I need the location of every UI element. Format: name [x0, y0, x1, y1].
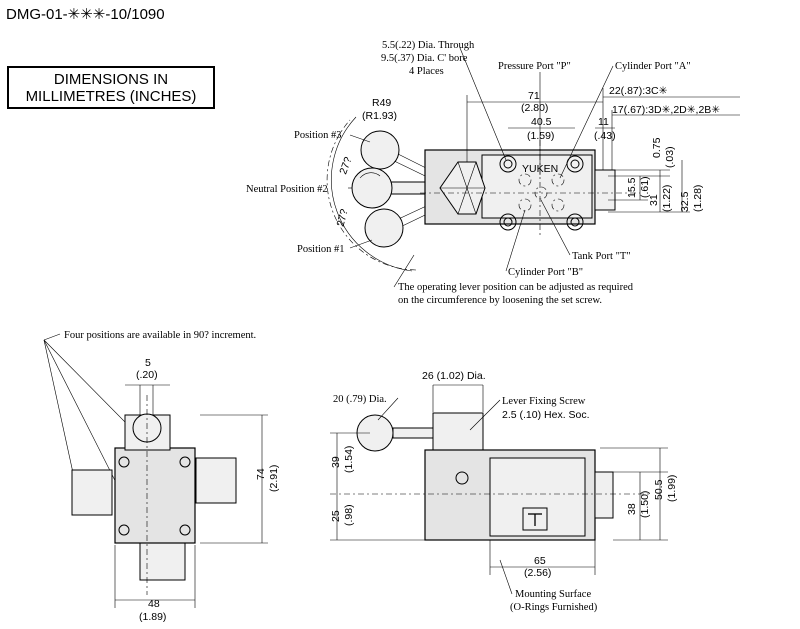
bolt-hole-label-2: 9.5(.37) Dia. C' bore: [381, 53, 468, 64]
bolt-hole-label-1: 5.5(.22) Dia. Through: [382, 40, 475, 51]
lever-hub-front: [432, 412, 484, 452]
front-side-plug: [594, 471, 614, 519]
dim-50-5-inch: (1.99): [666, 475, 678, 502]
dim-38-inch: (1.50): [639, 491, 651, 518]
units-line-2: MILLIMETRES (INCHES): [25, 88, 197, 105]
dim-11: 11: [598, 116, 609, 128]
handle-right: [195, 457, 237, 504]
dim-15-5: 15.5: [626, 177, 638, 198]
mounting-surface-label-1: Mounting Surface: [515, 589, 591, 600]
lever-screw-label-2: 2.5 (.10) Hex. Soc.: [502, 409, 590, 421]
dim-48-inch: (1.89): [139, 611, 166, 623]
pressure-port-label: Pressure Port "P": [498, 61, 571, 72]
dim-39-inch: (1.54): [343, 446, 355, 473]
dim-71: 71: [528, 90, 540, 102]
valve-body-left: [114, 447, 196, 544]
angle-bottom-label: 27?: [335, 208, 351, 228]
top-view: YUKEN 5.5(.22) Dia. Through 9.5(.37) Dia…: [246, 40, 740, 306]
model-dim-b: 17(.67):3D✳,2D✳,2B✳: [612, 104, 720, 116]
lever-arm: [392, 427, 439, 439]
left-view: Four positions are available in 90? incr…: [43, 330, 280, 623]
dim-15-5-inch: (.61): [639, 176, 651, 198]
model-dim-a: 22(.87):3C✳: [609, 85, 668, 97]
dim-31: 31: [648, 194, 660, 206]
front-view: 20 (.79) Dia. 26 (1.02) Dia. Lever Fixin…: [330, 370, 678, 613]
lever-position-2: [351, 167, 438, 209]
lever-sweep-arc: [326, 119, 417, 271]
dim-48: 48: [148, 598, 160, 610]
dim-31-inch: (1.22): [661, 185, 673, 212]
bolt-holes: [499, 155, 584, 231]
dim-0-75: 0.75: [651, 137, 663, 158]
lever-position-3: [360, 130, 451, 189]
position-1-label: Position #1: [297, 244, 345, 255]
dim-74-inch: (2.91): [268, 465, 280, 492]
dim-71-inch: (2.80): [521, 102, 548, 114]
dim-50-5: 50.5: [653, 479, 665, 500]
r49-label: R49: [372, 97, 391, 109]
position-3-label: Position #3: [294, 130, 342, 141]
cylinder-b-label: Cylinder Port "B": [508, 267, 583, 278]
dim-40-5: 40.5: [531, 116, 552, 128]
dim-40-5-inch: (1.59): [527, 130, 554, 142]
dim-39: 39: [330, 456, 342, 468]
lever-screw-label-1: Lever Fixing Screw: [502, 396, 586, 407]
neutral-position-label: Neutral Position #2: [246, 184, 328, 195]
units-box: DIMENSIONS IN MILLIMETRES (INCHES): [7, 66, 215, 109]
four-positions-note: Four positions are available in 90? incr…: [64, 330, 256, 341]
dim-32-5-inch: (1.28): [692, 185, 704, 212]
model-title: DMG-01-✳✳✳-10/1090: [6, 6, 165, 23]
r49-inch-label: (R1.93): [362, 110, 397, 122]
dim-38: 38: [626, 503, 638, 515]
lever-note-line-2: on the circumference by loosening the se…: [398, 295, 602, 306]
lever-note-line-1: The operating lever position can be adju…: [398, 282, 634, 293]
tank-port-label: Tank Port "T": [572, 251, 631, 262]
dim-65: 65: [534, 555, 546, 567]
bolt-hole-label-3: 4 Places: [409, 66, 444, 77]
units-line-1: DIMENSIONS IN: [53, 71, 169, 88]
dim-25-inch: (.98): [343, 504, 355, 526]
dim-0-75-inch: (.03): [664, 146, 676, 168]
dim-32-5: 32.5: [679, 191, 691, 212]
dim-20-dia: 20 (.79) Dia.: [333, 394, 387, 405]
dim-26-dia: 26 (1.02) Dia.: [422, 370, 486, 382]
handle-left: [71, 469, 113, 516]
dim-74: 74: [255, 468, 267, 480]
cylinder-a-label: Cylinder Port "A": [615, 61, 691, 72]
dim-25: 25: [330, 510, 342, 522]
dim-5: 5: [145, 357, 151, 369]
mounting-surface-label-2: (O-Rings Furnished): [510, 602, 598, 613]
dim-65-inch: (2.56): [524, 567, 551, 579]
dim-11-inch: (.43): [594, 130, 616, 142]
angle-top-label: 27?: [337, 155, 354, 176]
handle-bottom: [139, 539, 186, 581]
dim-5-inch: (.20): [136, 369, 158, 381]
